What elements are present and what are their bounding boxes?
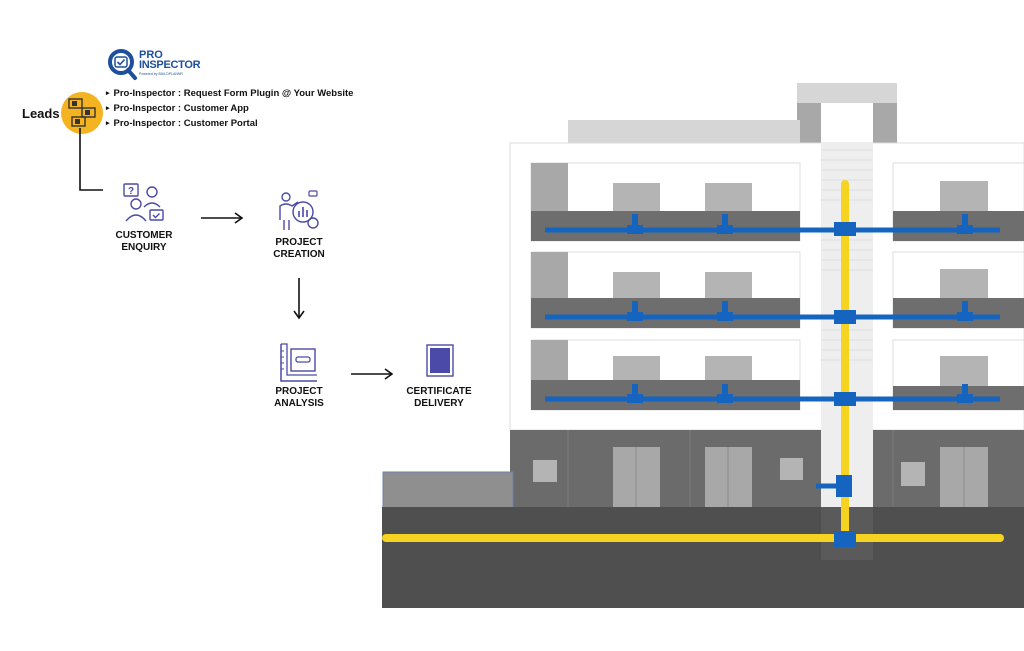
step-label-line: DELIVERY <box>414 398 464 409</box>
leads-channel-item: Pro-Inspector : Customer Portal <box>106 116 353 131</box>
step-project-creation-label: PROJECT CREATION <box>249 237 349 261</box>
customer-support-icon: ? <box>123 183 164 222</box>
arrow-down-icon <box>293 278 305 320</box>
leads-funnel-icon <box>61 92 103 134</box>
arrow-right-icon <box>201 212 244 224</box>
leads-label: Leads <box>22 106 60 121</box>
project-analytics-icon <box>279 190 319 230</box>
logo-tagline: Powered by BUILDPLANNR <box>139 72 183 76</box>
pro-inspector-logo: PRO INSPECTOR Powered by BUILDPLANNR <box>107 48 201 82</box>
step-label-line: ANALYSIS <box>274 398 324 409</box>
step-label-line: PROJECT <box>275 386 323 397</box>
step-label-line: PROJECT <box>275 237 323 248</box>
arrow-right-icon <box>351 368 394 380</box>
step-project-analysis-label: PROJECT ANALYSIS <box>249 386 349 410</box>
certificate-icon <box>426 344 454 377</box>
logo-line1: PRO <box>139 49 163 61</box>
magnifier-check-icon <box>108 49 137 80</box>
step-label-line: ENQUIRY <box>121 242 167 253</box>
step-certificate-delivery-label: CERTIFICATE DELIVERY <box>389 386 489 410</box>
leads-channel-item: Pro-Inspector : Customer App <box>106 101 353 116</box>
leads-connector-line <box>79 128 103 191</box>
leads-channel-list: Pro-Inspector : Request Form Plugin @ Yo… <box>106 86 354 131</box>
step-customer-enquiry-label: CUSTOMER ENQUIRY <box>94 230 194 254</box>
leads-channel-item: Pro-Inspector : Request Form Plugin @ Yo… <box>106 86 354 101</box>
step-label-line: CREATION <box>273 249 325 260</box>
step-label-line: CUSTOMER <box>115 230 173 241</box>
svg-text:?: ? <box>128 186 134 197</box>
step-label-line: CERTIFICATE <box>406 386 472 397</box>
logo-line2: INSPECTOR <box>139 59 201 71</box>
blueprint-icon <box>280 343 317 382</box>
building-illustration <box>382 83 1024 608</box>
